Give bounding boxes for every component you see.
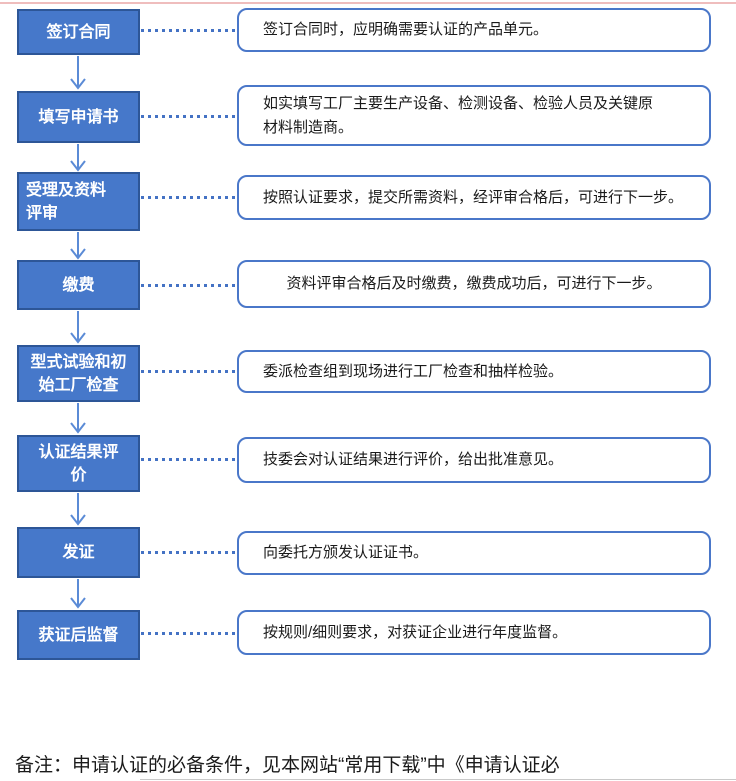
down-arrow-icon bbox=[69, 232, 87, 260]
flow-step-desc-box: 技委会对认证结果进行评价，给出批准意见。 bbox=[237, 437, 711, 483]
flow-step-desc: 资料评审合格后及时缴费，缴费成功后，可进行下一步。 bbox=[286, 275, 662, 292]
flow-step-desc: 按照认证要求，提交所需资料，经评审合格后，可进行下一步。 bbox=[263, 188, 684, 206]
flow-step-desc: 技委会对认证结果进行评价，给出批准意见。 bbox=[263, 451, 564, 468]
flow-step-label: 缴费 bbox=[62, 276, 95, 294]
flow-step-label: 填写申请书 bbox=[38, 108, 119, 126]
flow-step-label: 认证结果评 价 bbox=[38, 443, 119, 484]
down-arrow-icon bbox=[69, 144, 87, 172]
flow-step-box-result-evaluation: 认证结果评 价 bbox=[17, 435, 140, 492]
down-arrow-icon bbox=[69, 403, 87, 434]
flow-step-desc: 委派检查组到现场进行工厂检查和抽样检验。 bbox=[263, 362, 564, 380]
flow-step-box-type-test-factory-inspection: 型式试验和初 始工厂检查 bbox=[17, 345, 140, 402]
down-arrow-icon bbox=[69, 493, 87, 526]
down-arrow-icon bbox=[69, 56, 87, 90]
flow-step-desc: 如实填写工厂主要生产设备、检测设备、检验人员及关键原 材料制造商。 bbox=[263, 94, 654, 136]
flow-step-desc-box: 按规则/细则要求，对获证企业进行年度监督。 bbox=[237, 610, 711, 655]
note-text-content: 备注：申请认证的必备条件，见本网站“常用下载”中《申请认证必 备条件》。 bbox=[15, 755, 560, 776]
dotted-connector bbox=[141, 458, 236, 461]
flow-step-box-post-certification-supervision: 获证后监督 bbox=[17, 610, 140, 660]
dotted-connector bbox=[141, 29, 236, 32]
down-arrow-icon bbox=[69, 579, 87, 609]
note-text[interactable]: 备注：申请认证的必备条件，见本网站“常用下载”中《申请认证必 备条件》。 bbox=[15, 683, 725, 781]
flow-step-desc-box: 签订合同时，应明确需要认证的产品单元。 bbox=[237, 8, 711, 52]
flow-step-box-issue-certificate: 发证 bbox=[17, 527, 140, 578]
flow-step-desc: 向委托方颁发认证证书。 bbox=[263, 544, 429, 561]
down-arrow-icon bbox=[69, 311, 87, 344]
flow-step-label: 发证 bbox=[62, 544, 95, 561]
top-divider bbox=[0, 2, 736, 4]
dotted-connector bbox=[141, 370, 236, 373]
flow-step-desc-box: 按照认证要求，提交所需资料，经评审合格后，可进行下一步。 bbox=[237, 175, 711, 220]
flow-step-desc-box: 资料评审合格后及时缴费，缴费成功后，可进行下一步。 bbox=[237, 260, 711, 308]
flow-step-label: 签订合同 bbox=[46, 23, 111, 41]
flow-step-label: 型式试验和初 始工厂检查 bbox=[30, 353, 127, 394]
dotted-connector bbox=[141, 632, 236, 635]
flow-step-desc-box: 委派检查组到现场进行工厂检查和抽样检验。 bbox=[237, 350, 711, 393]
flow-step-label: 受理及资料 评审 bbox=[26, 181, 107, 222]
bottom-divider bbox=[140, 779, 736, 780]
dotted-connector bbox=[141, 115, 236, 118]
flow-step-desc-box: 如实填写工厂主要生产设备、检测设备、检验人员及关键原 材料制造商。 bbox=[237, 85, 711, 146]
dotted-connector bbox=[141, 551, 236, 554]
flow-step-box-acceptance-review: 受理及资料 评审 bbox=[17, 172, 140, 231]
flow-step-box-payment: 缴费 bbox=[17, 260, 140, 310]
flow-step-desc: 签订合同时，应明确需要认证的产品单元。 bbox=[263, 21, 549, 38]
flow-step-desc: 按规则/细则要求，对获证企业进行年度监督。 bbox=[263, 623, 568, 641]
flow-step-label: 获证后监督 bbox=[38, 626, 119, 644]
flow-step-box-fill-application: 填写申请书 bbox=[17, 91, 140, 143]
flow-step-box-sign-contract: 签订合同 bbox=[17, 9, 140, 55]
dotted-connector bbox=[141, 284, 236, 287]
flow-step-desc-box: 向委托方颁发认证证书。 bbox=[237, 531, 711, 575]
dotted-connector bbox=[141, 196, 236, 199]
